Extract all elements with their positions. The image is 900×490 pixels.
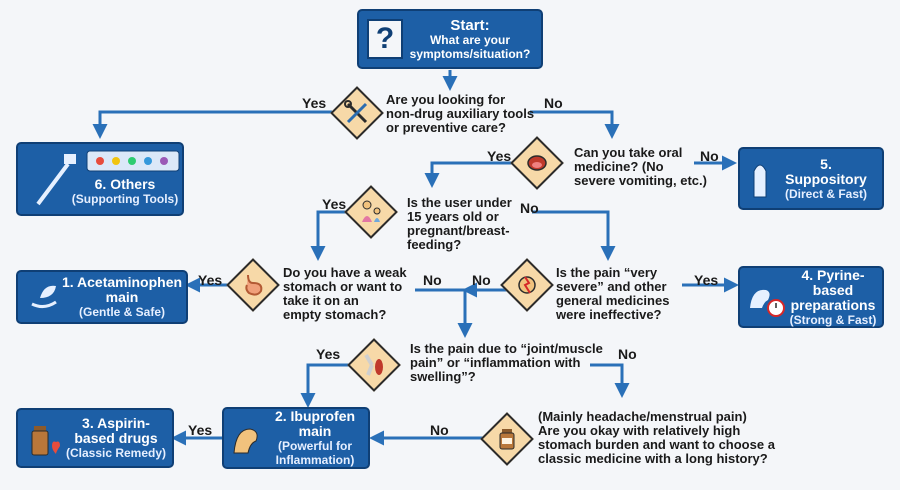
result-4-title-3: preparations — [790, 296, 876, 313]
arrow-q1-no — [530, 110, 620, 139]
arrow-q4-no — [415, 288, 473, 338]
arrow-q1-yes — [92, 110, 332, 139]
result-5-suppository: 5. Suppository (Direct & Fast) — [738, 147, 884, 210]
result-2-ibuprofen: 2. Ibuprofen main (Powerful for Inflamma… — [222, 407, 370, 469]
result-1-sub: (Gentle & Safe) — [78, 305, 165, 319]
arrow-q6-yes — [300, 363, 352, 408]
stomach-icon — [245, 274, 263, 296]
result-4-title-2: based — [812, 281, 854, 298]
suppository-icon — [753, 164, 767, 198]
label-q6-no: No — [618, 346, 637, 362]
label-q3-no: No — [520, 200, 539, 216]
label-q4-yes: Yes — [198, 272, 223, 288]
result-2-sub-1: (Powerful for — [278, 439, 352, 453]
arrow-q3-yes — [310, 210, 352, 261]
arrow-q6-no — [590, 363, 630, 398]
start-line1: What are your — [429, 32, 510, 47]
pillbox-icon — [86, 150, 180, 172]
question-q7: (Mainly headache/menstrual pain)Are you … — [538, 409, 775, 466]
result-6-title: 6. Others — [94, 175, 156, 192]
leaf-hand-icon — [31, 285, 57, 309]
label-q7-no: No — [430, 422, 449, 438]
result-4-pyrine: 4. Pyrine- based preparations (Strong & … — [738, 266, 884, 328]
label-q1-yes: Yes — [302, 95, 327, 111]
mother-child-icon — [362, 200, 381, 222]
toothbrush-pillbox-icon — [36, 154, 76, 206]
medicine-bottle-icon — [499, 429, 515, 450]
result-1-title-2: main — [105, 289, 139, 305]
result-6-sub: (Supporting Tools) — [71, 191, 179, 206]
question-mark-icon: ? — [367, 19, 403, 59]
result-4-sub: (Strong & Fast) — [789, 312, 877, 327]
bottle-heart-icon — [31, 426, 60, 456]
tools-icon — [344, 100, 368, 124]
label-q2-yes: Yes — [487, 148, 512, 164]
arm-stopwatch-icon — [750, 289, 785, 317]
start-line2: symptoms/situation? — [409, 46, 531, 61]
label-q2-no: No — [700, 148, 719, 164]
result-5-sub: (Direct & Fast) — [784, 186, 867, 201]
headache-icon — [518, 276, 536, 294]
result-1-acetaminophen: 1. Acetaminophen main (Gentle & Safe) — [16, 270, 188, 324]
label-q1-no: No — [544, 95, 563, 111]
label-q5-yes: Yes — [694, 272, 719, 288]
result-1-title-1: 1. Acetaminophen — [61, 274, 183, 290]
start-title: Start: — [450, 16, 490, 34]
result-4-title-1: 4. Pyrine- — [801, 266, 865, 283]
result-6-others: 6. Others (Supporting Tools) — [16, 142, 184, 216]
result-3-aspirin: 3. Aspirin- based drugs (Classic Remedy) — [16, 408, 174, 468]
joint-muscle-icon — [364, 353, 383, 376]
label-q4-no: No — [423, 272, 442, 288]
result-5-title-2: Suppository — [785, 170, 867, 187]
start-box: ? Start: What are your symptoms/situatio… — [357, 9, 543, 69]
label-q6-yes: Yes — [316, 346, 341, 362]
open-mouth-icon — [527, 155, 547, 171]
result-2-title: 2. Ibuprofen main — [274, 408, 356, 439]
arrow-q2-yes — [424, 161, 518, 188]
result-3-title-2: based drugs — [74, 430, 158, 446]
label-q3-yes: Yes — [322, 196, 347, 212]
flexed-arm-icon — [233, 428, 258, 454]
label-q5-no: No — [472, 272, 491, 288]
result-3-sub: (Classic Remedy) — [65, 446, 167, 460]
result-5-title-1: 5. — [820, 155, 832, 172]
label-r2-yes: Yes — [188, 422, 213, 438]
result-3-title-1: 3. Aspirin- — [82, 415, 150, 431]
arrow-q3-no — [532, 210, 616, 261]
result-2-sub-2: Inflammation) — [275, 453, 355, 467]
